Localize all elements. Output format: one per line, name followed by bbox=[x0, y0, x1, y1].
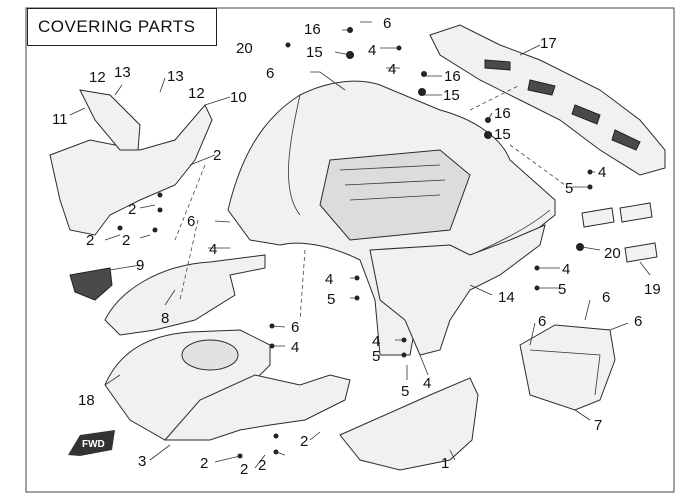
callout-6-e: 6 bbox=[538, 313, 546, 330]
forward-mark-label: FWD bbox=[82, 439, 105, 450]
callout-5-c: 5 bbox=[558, 281, 566, 298]
callout-16-b: 16 bbox=[444, 68, 461, 85]
leader-lines bbox=[69, 21, 651, 469]
callout-4-e: 4 bbox=[325, 271, 333, 288]
callout-5-e: 5 bbox=[401, 383, 409, 400]
callout-1: 1 bbox=[441, 455, 449, 472]
callout-12-a: 12 bbox=[89, 69, 106, 86]
callout-19: 19 bbox=[644, 281, 661, 298]
callout-12-b: 12 bbox=[188, 85, 205, 102]
callout-6-g: 6 bbox=[291, 319, 299, 336]
callout-14: 14 bbox=[498, 289, 515, 306]
part-right-side-panel bbox=[369, 224, 546, 356]
callout-4-d: 4 bbox=[209, 241, 217, 258]
callout-17: 17 bbox=[540, 35, 557, 52]
callout-6-d: 6 bbox=[602, 289, 610, 306]
callout-4-g: 4 bbox=[291, 339, 299, 356]
part-storage-box bbox=[519, 324, 616, 411]
forward-arrow-icon: FWD bbox=[68, 430, 115, 456]
diagram-frame bbox=[25, 7, 675, 493]
callout-8: 8 bbox=[161, 310, 169, 327]
callout-2-h: 2 bbox=[300, 433, 308, 450]
callout-4-h: 4 bbox=[372, 333, 380, 350]
callout-7: 7 bbox=[594, 417, 602, 434]
title-box: COVERING PARTS bbox=[27, 8, 217, 46]
callout-2-c: 2 bbox=[86, 232, 94, 249]
callout-10: 10 bbox=[230, 89, 247, 106]
callout-9: 9 bbox=[136, 257, 144, 274]
callout-4-f: 4 bbox=[562, 261, 570, 278]
part-front-fender bbox=[104, 329, 351, 441]
callout-2-d: 2 bbox=[122, 232, 130, 249]
part-left-mudguard bbox=[69, 254, 266, 336]
callout-13-a: 13 bbox=[114, 64, 131, 81]
part-rear-rack bbox=[429, 24, 666, 176]
callout-4-a: 4 bbox=[368, 42, 376, 59]
callout-5-b: 5 bbox=[327, 291, 335, 308]
callout-15-b: 15 bbox=[443, 87, 460, 104]
callout-labels: 1 2 2 2 2 2 2 2 2 3 4 4 4 4 4 4 4 4 4 5 … bbox=[52, 15, 661, 478]
callout-6-a: 6 bbox=[383, 15, 391, 32]
callout-2-b: 2 bbox=[128, 201, 136, 218]
part-left-front-panel bbox=[49, 89, 213, 236]
callout-15-c: 15 bbox=[494, 126, 511, 143]
callout-13-b: 13 bbox=[167, 68, 184, 85]
callout-5-a: 5 bbox=[565, 180, 573, 197]
callout-3: 3 bbox=[138, 453, 146, 470]
callout-2-a: 2 bbox=[213, 147, 221, 164]
callout-4-i: 4 bbox=[423, 375, 431, 392]
callout-18: 18 bbox=[78, 392, 95, 409]
callout-2-g: 2 bbox=[258, 457, 266, 474]
part-foam-pads bbox=[581, 202, 658, 263]
callout-2-e: 2 bbox=[200, 455, 208, 472]
callout-20-a: 20 bbox=[236, 40, 253, 57]
callout-16-a: 16 bbox=[304, 21, 321, 38]
part-footwell bbox=[339, 377, 479, 471]
callout-11: 11 bbox=[52, 111, 68, 128]
callout-4-c: 4 bbox=[598, 164, 606, 181]
callout-6-f: 6 bbox=[634, 313, 642, 330]
callout-4-b: 4 bbox=[388, 61, 396, 78]
callout-2-f: 2 bbox=[240, 461, 248, 478]
callout-20-b: 20 bbox=[604, 245, 621, 262]
diagram-title: COVERING PARTS bbox=[38, 17, 196, 36]
callout-15-a: 15 bbox=[306, 44, 323, 61]
callout-6-b: 6 bbox=[266, 65, 274, 82]
callout-16-c: 16 bbox=[494, 105, 511, 122]
callout-6-c: 6 bbox=[187, 213, 195, 230]
callout-5-d: 5 bbox=[372, 348, 380, 365]
part-rear-fender bbox=[227, 80, 556, 356]
